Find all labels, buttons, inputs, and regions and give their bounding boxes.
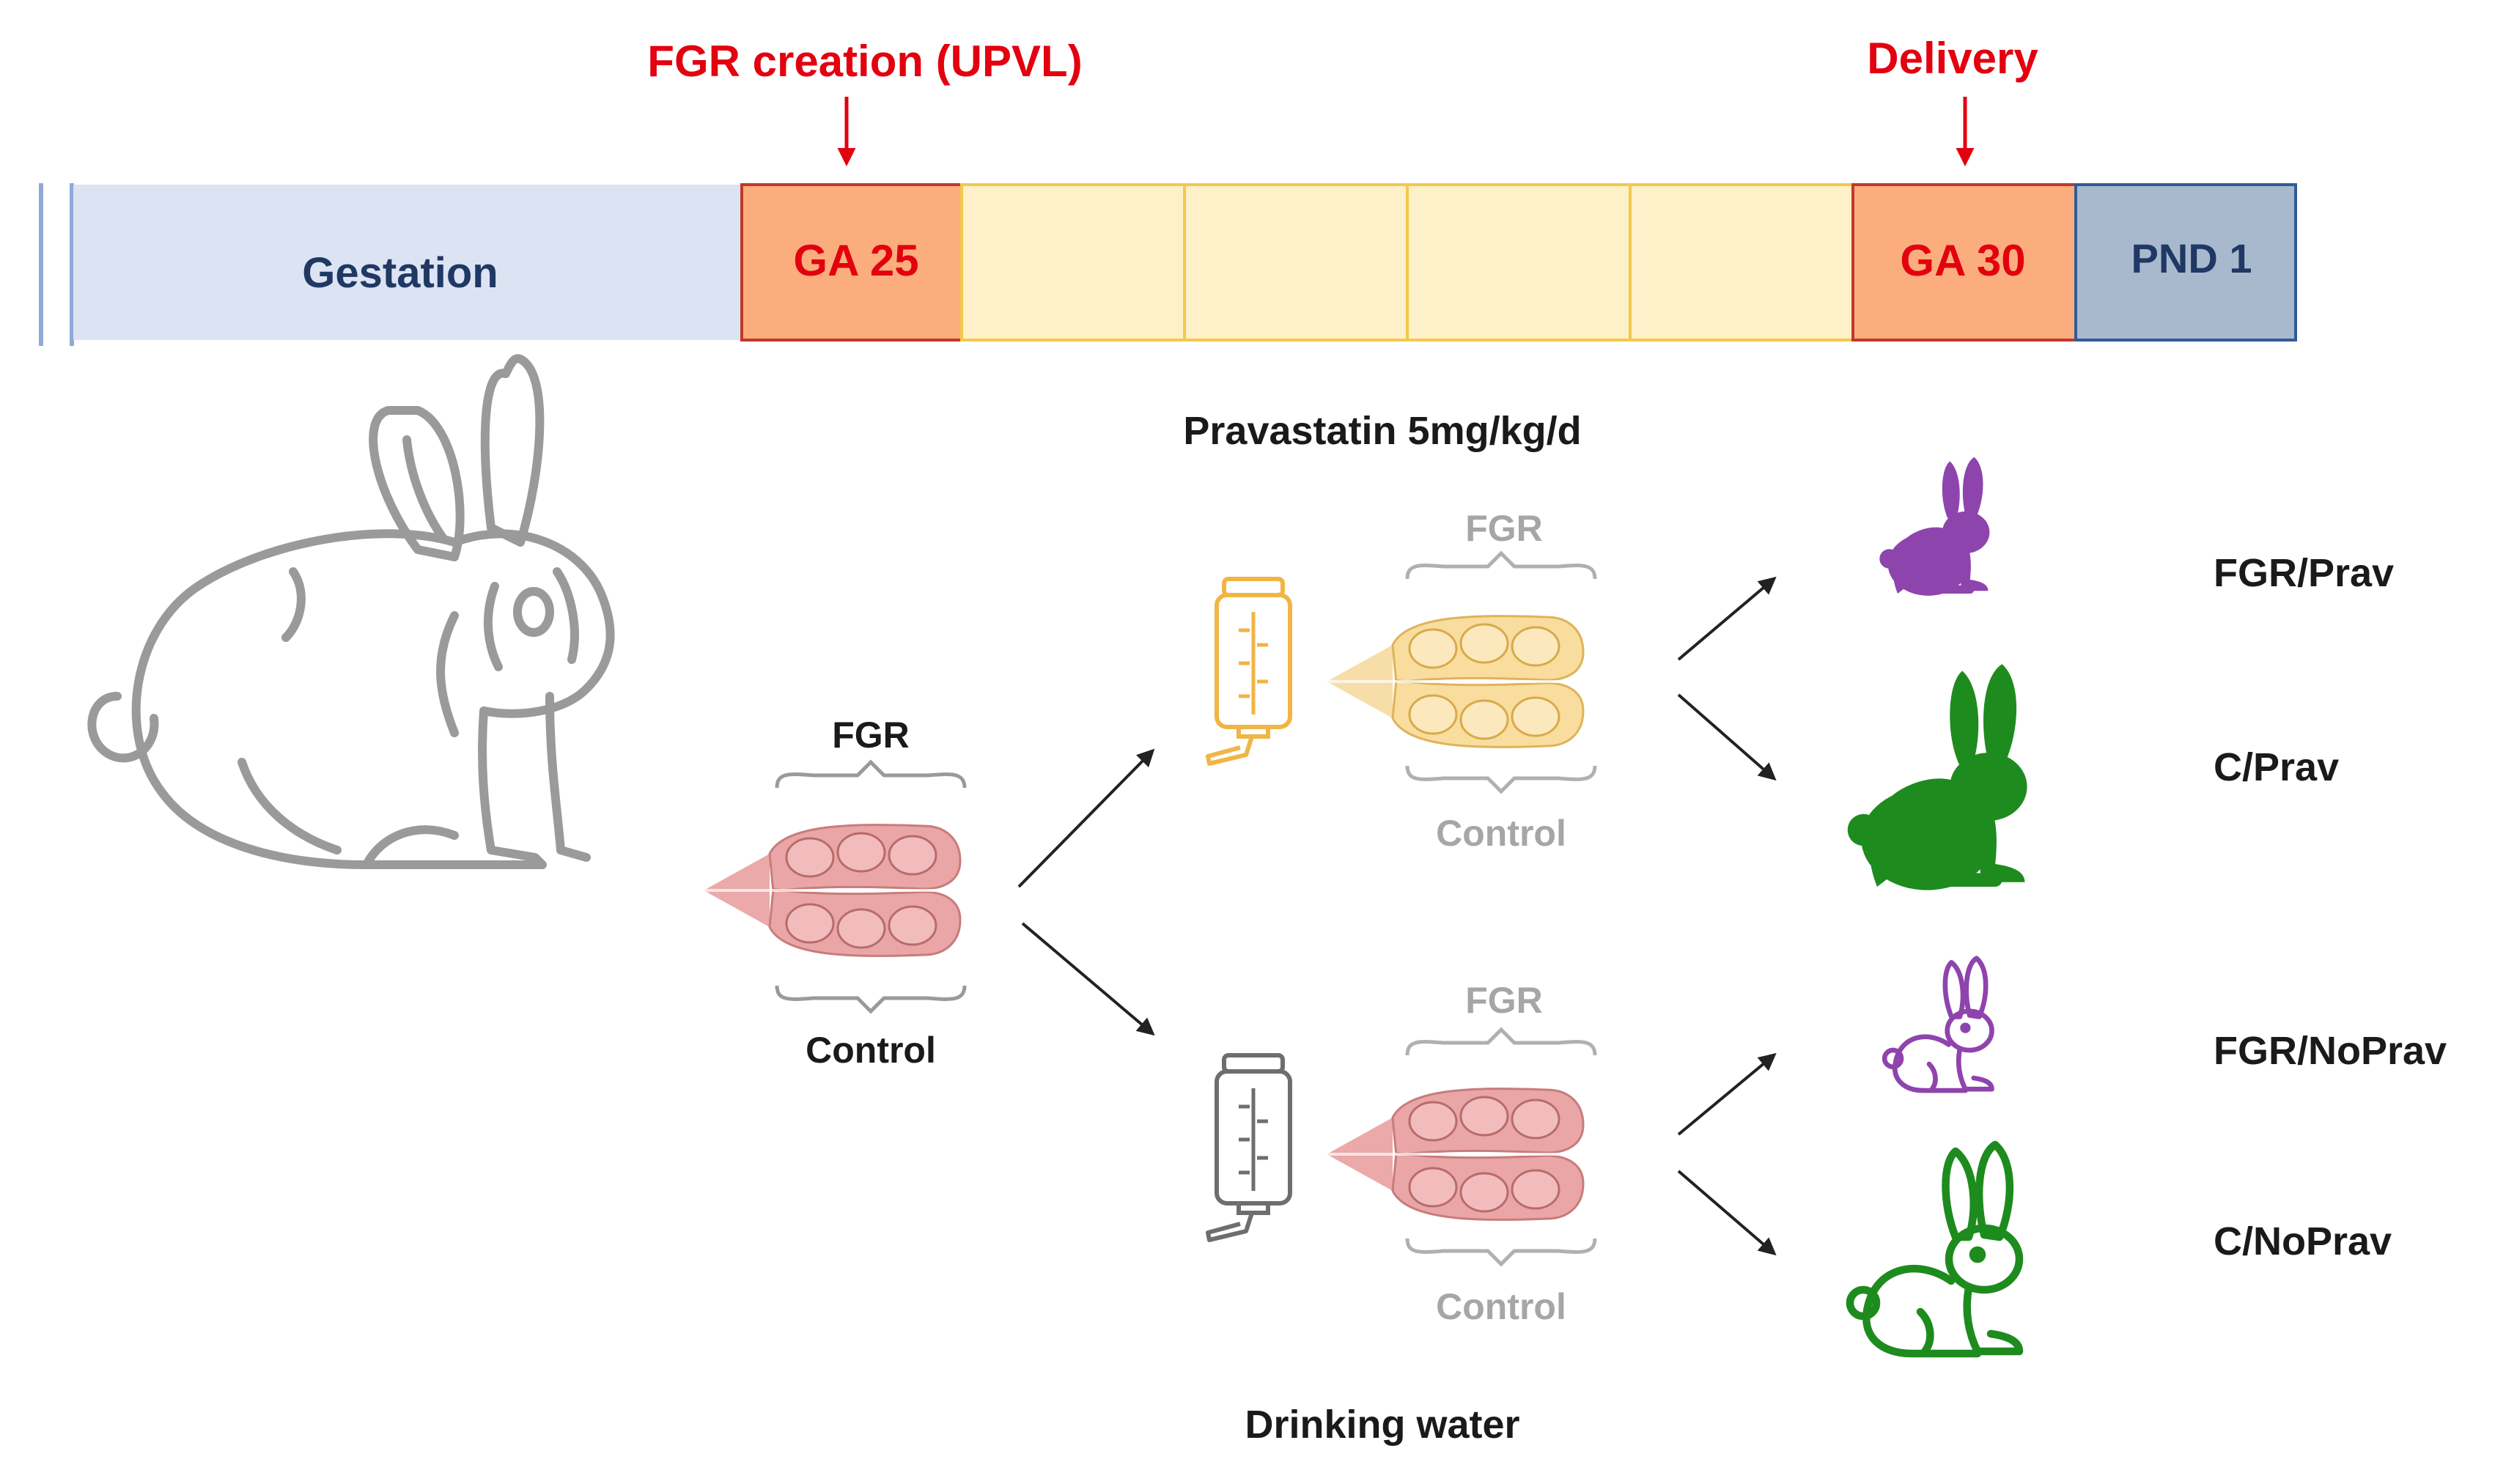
uterus-icon-center <box>702 823 969 958</box>
timeline: Gestation GA 25 GA 30 PND 1 <box>39 183 2297 346</box>
arrow-to-fgr-noprav <box>1677 1052 1777 1136</box>
arrow-to-fgr-prav <box>1677 576 1777 661</box>
day-segment-29 <box>1629 183 1854 342</box>
fgr-creation-label: FGR creation (UPVL) <box>647 37 1082 86</box>
gestation-segment <box>73 185 742 340</box>
water-bottle-icon <box>1208 1055 1290 1240</box>
water-uterus-control-label: Control <box>1436 1286 1566 1327</box>
water-uterus-fgr-brace <box>1405 1027 1597 1056</box>
ga25-segment <box>740 183 963 342</box>
prav-uterus-control-label: Control <box>1436 813 1566 854</box>
group-c-noprav-label: C/NoPrav <box>2214 1219 2392 1263</box>
group-c-prav-label: C/Prav <box>2214 745 2339 789</box>
arrow-to-c-noprav <box>1677 1170 1777 1256</box>
ga30-label: GA 30 <box>1900 236 2025 285</box>
pravastatin-label: Pravastatin 5mg/kg/d <box>1183 409 1581 453</box>
rabbit-fgr-prav-icon <box>1879 457 1990 596</box>
pnd1-segment <box>2074 183 2297 342</box>
gestation-label: Gestation <box>302 249 498 297</box>
uterus-fgr-brace <box>775 759 967 789</box>
group-fgr-noprav-label: FGR/NoPrav <box>2214 1029 2447 1073</box>
ga30-segment <box>1851 183 2077 342</box>
uterus-control-brace <box>775 985 967 1014</box>
rabbit-c-noprav-icon <box>1850 1145 2019 1354</box>
rabbit-fgr-noprav-icon <box>1884 959 1991 1091</box>
uterus-fgr-label: FGR <box>832 715 910 756</box>
uterus-control-label: Control <box>806 1030 936 1071</box>
ga25-label: GA 25 <box>793 236 918 285</box>
rabbit-outline-icon <box>87 354 615 869</box>
arrow-to-prav <box>1017 748 1155 888</box>
pnd1-label: PND 1 <box>2131 235 2252 281</box>
water-uterus-fgr-label: FGR <box>1465 980 1543 1021</box>
prav-uterus-control-brace <box>1405 765 1597 794</box>
prav-uterus-icon <box>1325 614 1592 749</box>
arrow-to-c-prav <box>1677 693 1777 781</box>
group-fgr-prav-label: FGR/Prav <box>2214 551 2394 595</box>
water-uterus-control-brace <box>1405 1238 1597 1267</box>
prav-uterus-fgr-brace <box>1405 550 1597 580</box>
water-uterus-icon <box>1325 1087 1592 1222</box>
drinking-water-label: Drinking water <box>1245 1403 1519 1447</box>
rabbit-c-prav-icon <box>1847 664 2027 890</box>
delivery-label: Delivery <box>1867 34 2038 83</box>
day-segment-28 <box>1406 183 1632 342</box>
prav-uterus-fgr-label: FGR <box>1465 508 1543 549</box>
prav-bottle-icon <box>1208 579 1290 764</box>
day-segment-27 <box>1183 183 1409 342</box>
arrow-to-water <box>1021 922 1155 1036</box>
day-segment-26 <box>960 183 1186 342</box>
